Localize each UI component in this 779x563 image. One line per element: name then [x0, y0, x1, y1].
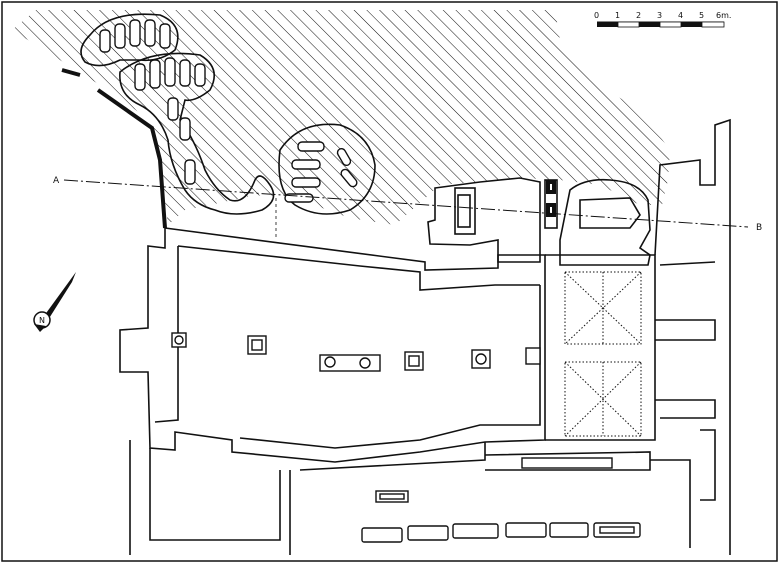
south-rooms	[129, 440, 691, 555]
scale-tick-2: 2	[636, 11, 641, 20]
hall-piers	[171, 332, 541, 372]
hatched-rock-area	[12, 10, 670, 225]
main-hall-inner-wall	[154, 245, 541, 449]
north-letter: N	[39, 316, 45, 325]
section-line	[63, 179, 749, 228]
scale-tick-0: 0	[594, 11, 599, 20]
upper-annex	[427, 177, 651, 266]
scale-bar: 0 1 2 3 4 5 6m.	[594, 11, 731, 28]
vaulted-rooms	[545, 254, 656, 441]
exterior-wall-segment	[96, 88, 167, 229]
scale-tick-3: 3	[657, 11, 662, 20]
loculi	[99, 19, 358, 203]
exterior-wall-segment	[61, 68, 81, 77]
catacomb-lobes	[80, 13, 376, 215]
north-arrow-icon: N	[33, 272, 76, 332]
section-label-b: B	[756, 223, 762, 233]
scale-unit: 6m.	[716, 11, 731, 20]
scale-tick-1: 1	[615, 11, 620, 20]
scale-tick-5: 5	[699, 11, 704, 20]
scale-tick-4: 4	[678, 11, 683, 20]
east-rooms	[654, 118, 731, 555]
section-label-a: A	[53, 176, 60, 186]
